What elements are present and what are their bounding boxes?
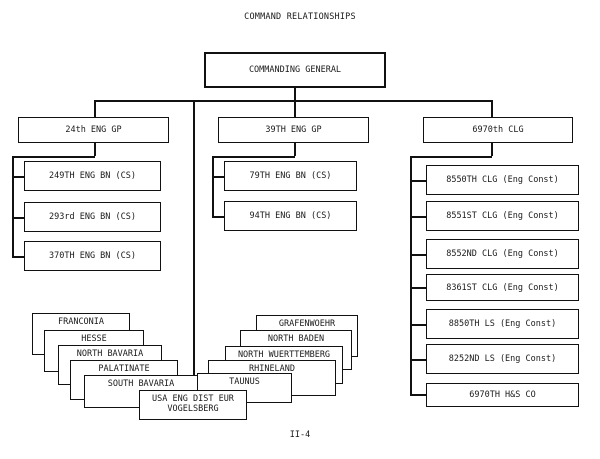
unit-8551st-clg: 8551ST CLG (Eng Const) — [426, 201, 579, 231]
connector-horizontal-bar — [94, 100, 492, 102]
connector-to-6970th — [491, 100, 493, 117]
connector-39th-down — [294, 143, 296, 156]
connector-24th-unit-1 — [12, 176, 24, 178]
unit-8850th-ls: 8850TH LS (Eng Const) — [426, 309, 579, 339]
connector-6970th-spine — [410, 156, 412, 395]
connector-6970th-unit-4 — [410, 287, 426, 289]
connector-to-39th — [294, 100, 296, 117]
page-number: II-4 — [289, 430, 311, 440]
connector-39th-unit-2 — [212, 216, 224, 218]
group-6970th-clg-box: 6970th CLG — [423, 117, 573, 143]
connector-6970th-horizontal — [410, 156, 492, 158]
connector-to-districts — [193, 100, 195, 392]
connector-39th-unit-1 — [212, 176, 224, 178]
unit-6970th-hs-co: 6970TH H&S CO — [426, 383, 579, 407]
connector-24th-horizontal — [12, 156, 95, 158]
connector-6970th-unit-2 — [410, 216, 426, 218]
district-usa-eng-dist-eur: USA ENG DIST EUR VOGELSBERG — [139, 390, 247, 420]
usa-eng-dist-eur-label: USA ENG DIST EUR — [152, 394, 234, 405]
unit-94th-eng-bn: 94TH ENG BN (CS) — [224, 201, 357, 231]
connector-cg-down — [294, 88, 296, 100]
unit-8252nd-ls: 8252ND LS (Eng Const) — [426, 344, 579, 374]
connector-24th-spine — [12, 156, 14, 257]
connector-39th-horizontal — [212, 156, 295, 158]
commanding-general-box: COMMANDING GENERAL — [204, 52, 386, 88]
unit-8550th-clg: 8550TH CLG (Eng Const) — [426, 165, 579, 195]
page-title: COMMAND RELATIONSHIPS — [244, 12, 356, 22]
connector-6970th-unit-5 — [410, 324, 426, 326]
connector-24th-unit-2 — [12, 217, 24, 219]
connector-24th-down — [94, 143, 96, 156]
unit-249th-eng-bn: 249TH ENG BN (CS) — [24, 161, 161, 191]
connector-6970th-unit-3 — [410, 254, 426, 256]
connector-24th-unit-3 — [12, 256, 24, 258]
unit-293rd-eng-bn: 293rd ENG BN (CS) — [24, 202, 161, 232]
connector-6970th-unit-1 — [410, 180, 426, 182]
unit-8361st-clg: 8361ST CLG (Eng Const) — [426, 274, 579, 301]
group-39th-eng-box: 39TH ENG GP — [218, 117, 369, 143]
connector-39th-spine — [212, 156, 214, 217]
connector-6970th-unit-6 — [410, 359, 426, 361]
connector-to-24th — [94, 100, 96, 117]
unit-370th-eng-bn: 370TH ENG BN (CS) — [24, 241, 161, 271]
unit-79th-eng-bn: 79TH ENG BN (CS) — [224, 161, 357, 191]
connector-6970th-unit-7 — [410, 394, 426, 396]
group-24th-eng-box: 24th ENG GP — [18, 117, 169, 143]
connector-6970th-down — [491, 143, 493, 156]
unit-8552nd-clg: 8552ND CLG (Eng Const) — [426, 239, 579, 269]
vogelsberg-label: VOGELSBERG — [167, 404, 219, 414]
